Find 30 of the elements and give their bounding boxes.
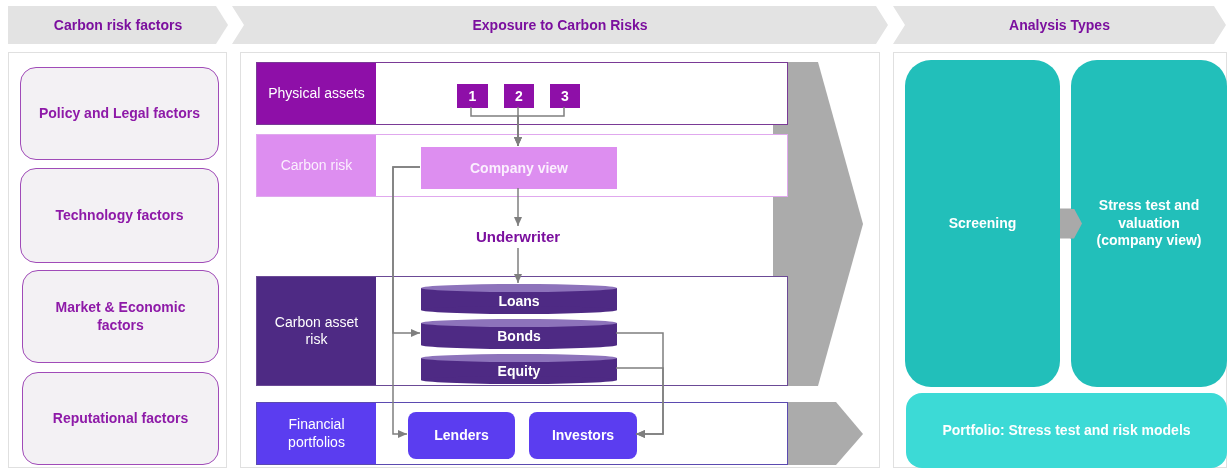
row-band	[256, 276, 788, 386]
arrow	[514, 106, 565, 147]
analysis-box: Stress test and valuation (company view)	[1071, 60, 1227, 387]
number-box: 3	[550, 84, 580, 108]
row-band	[256, 62, 788, 125]
section-header: Carbon risk factors	[8, 6, 228, 44]
arrow	[514, 247, 522, 284]
row-label: Carbon risk	[257, 135, 376, 196]
process-box: Investors	[529, 412, 637, 459]
row-band	[256, 402, 788, 465]
arrow	[514, 187, 522, 227]
factor-box: Reputational factors	[22, 372, 219, 465]
row-label: Physical assets	[257, 63, 376, 124]
section-header: Analysis Types	[893, 6, 1226, 44]
process-box: Lenders	[408, 412, 515, 459]
factor-box: Market & Economic factors	[22, 270, 219, 363]
process-label: Underwriter	[463, 226, 573, 248]
process-box: Company view	[421, 147, 617, 189]
factor-box: Technology factors	[20, 168, 219, 263]
analysis-box: Portfolio: Stress test and risk models	[906, 393, 1227, 468]
arrow	[392, 166, 421, 438]
factor-box: Policy and Legal factors	[20, 67, 219, 160]
number-box: 2	[504, 84, 534, 108]
analysis-box: Screening	[905, 60, 1060, 387]
row-label: Carbon asset risk	[257, 277, 376, 385]
row-band	[256, 134, 788, 197]
section-header: Exposure to Carbon Risks	[232, 6, 888, 44]
arrow	[615, 367, 664, 438]
row-label: Financial portfolios	[257, 403, 376, 464]
number-box: 1	[457, 84, 488, 108]
